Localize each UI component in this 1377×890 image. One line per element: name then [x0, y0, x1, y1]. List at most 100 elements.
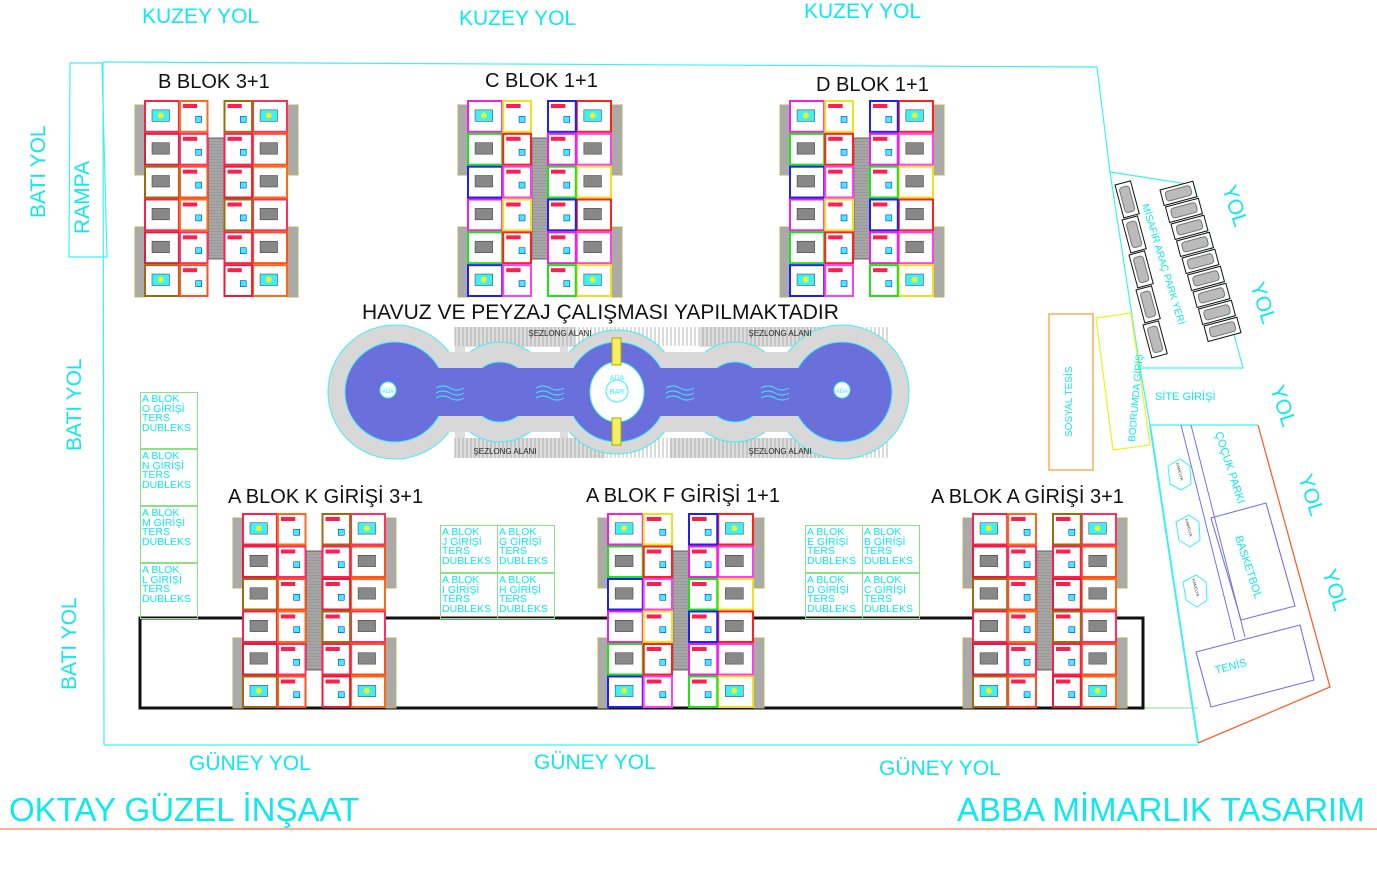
room — [717, 643, 754, 676]
car-icon — [1170, 202, 1198, 219]
bath-fixture-icon — [659, 659, 667, 666]
building-floor-plan — [597, 513, 765, 709]
bed-icon — [551, 104, 566, 108]
sunbed-label: ŞEZLONG ALANI — [748, 447, 811, 456]
bed-icon — [692, 549, 707, 554]
bath-fixture-icon — [563, 214, 571, 222]
bed-icon — [1011, 582, 1026, 586]
balcony — [933, 226, 945, 298]
duplex-label-line: DUBLEKS — [142, 535, 192, 548]
balcony — [134, 226, 146, 298]
bed-icon — [227, 202, 242, 207]
duplex-label-line: TERS — [442, 593, 471, 605]
table-lamp-icon — [985, 687, 992, 694]
south-road-label: GÜNEY YOL — [534, 751, 656, 774]
wave-icon — [535, 390, 565, 396]
bath-fixture-icon — [704, 626, 712, 633]
block-b-title: B BLOK 3+1 — [158, 71, 270, 93]
parking-space — [1128, 250, 1154, 289]
bath-fixture-icon — [885, 247, 893, 254]
bath-fixture-icon — [563, 280, 571, 287]
bed-icon — [182, 268, 198, 273]
sofa-icon — [796, 175, 815, 188]
duplex-label-line: DUBLEKS — [442, 602, 492, 615]
west-road-label: BATI YOL — [58, 597, 81, 690]
table-lamp-icon — [802, 276, 809, 283]
bed-icon — [280, 582, 296, 586]
car-icon — [1192, 270, 1220, 287]
bath-fixture-icon — [337, 594, 345, 601]
bath-fixture-icon — [239, 116, 247, 123]
sofa-icon — [151, 175, 170, 188]
east-road-label: YOL — [1217, 182, 1252, 229]
bath-fixture-icon — [659, 626, 667, 633]
bath-fixture-icon — [195, 247, 202, 254]
balcony — [753, 517, 765, 589]
duplex-label-line: E GİRİŞİ — [807, 535, 849, 548]
north-road-label: KUZEY YOL — [804, 0, 922, 23]
duplex-label-line: DUBLEKS — [807, 554, 857, 567]
building-floor-plan — [232, 513, 397, 709]
balcony — [385, 517, 397, 589]
duplex-label-line: G GİRİŞİ — [499, 535, 542, 548]
table-lamp-icon — [255, 687, 262, 694]
bath-fixture-icon — [659, 529, 667, 536]
bed-icon — [1011, 517, 1026, 521]
bed-icon — [646, 582, 662, 586]
bed-icon — [325, 679, 340, 684]
bed-icon — [551, 235, 566, 240]
gazebo-label: KAMELYA — [1191, 578, 1201, 597]
bath-fixture-icon — [239, 149, 247, 156]
car-icon — [1208, 321, 1237, 338]
bath-fixture-icon — [518, 116, 526, 123]
sofa-icon — [583, 208, 602, 221]
bed-icon — [551, 169, 566, 174]
bath-fixture-icon — [195, 280, 202, 287]
bath-fixture-icon — [840, 116, 848, 123]
parking-space — [1186, 265, 1226, 292]
bath-fixture-icon — [885, 116, 893, 123]
parking-space — [1159, 180, 1198, 207]
bed-icon — [828, 104, 843, 108]
bath-fixture-icon — [1023, 561, 1031, 568]
table-lamp-icon — [802, 112, 809, 119]
block-a-a-title: A BLOK A GİRİŞİ 3+1 — [931, 486, 1124, 508]
duplex-label-line: C GİRİŞİ — [864, 583, 907, 596]
bed-icon — [646, 614, 662, 619]
bed-icon — [325, 517, 340, 521]
bed-icon — [828, 268, 843, 273]
bed-icon — [873, 136, 888, 141]
balcony — [1116, 517, 1128, 589]
table-lamp-icon — [589, 276, 596, 283]
bath-fixture-icon — [518, 214, 526, 222]
bath-fixture-icon — [885, 181, 893, 189]
sofa-icon — [151, 142, 170, 155]
balcony — [385, 637, 397, 709]
bed-icon — [506, 104, 521, 108]
table-lamp-icon — [1094, 525, 1101, 532]
car-icon — [1181, 236, 1209, 253]
duplex-label-line: DUBLEKS — [442, 554, 492, 567]
duplex-label-line: D GİRİŞİ — [807, 583, 850, 596]
sofa-icon — [259, 175, 278, 188]
parking-space — [1135, 285, 1161, 324]
wave-icon — [665, 390, 695, 396]
bed-icon — [1011, 647, 1026, 651]
ramp-label: RAMPA — [71, 160, 94, 234]
sunbed-label: ŞEZLONG ALANI — [528, 329, 591, 338]
bed-icon — [828, 136, 843, 141]
duplex-label-line: A BLOK — [442, 574, 480, 586]
duplex-label-line: TERS — [499, 545, 528, 557]
bed-icon — [280, 517, 296, 521]
duplex-label-line: TERS — [142, 412, 171, 424]
bath-fixture-icon — [659, 691, 667, 698]
sofa-icon — [259, 142, 278, 155]
small-island-label: ADA — [836, 389, 848, 395]
parking-space — [1142, 320, 1168, 359]
bridge — [611, 337, 622, 366]
bed-icon — [227, 104, 242, 108]
